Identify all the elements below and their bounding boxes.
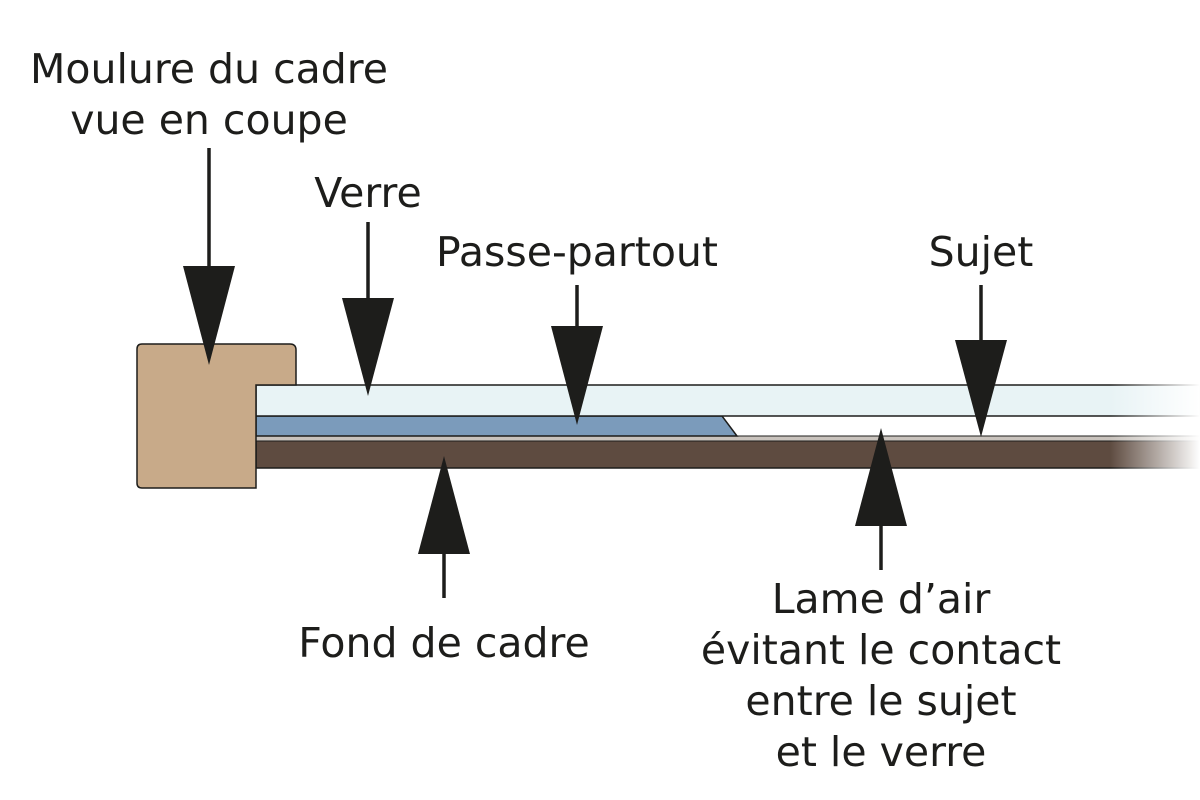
arrow-lame-air: [855, 428, 907, 570]
arrow-head-up-icon: [418, 456, 470, 554]
label-lame-air-line2: évitant le contact: [701, 626, 1061, 674]
label-lame-air-line1: Lame d’air: [772, 575, 991, 623]
arrow-moulure: [183, 148, 235, 365]
edge-fade: [1110, 380, 1200, 475]
arrow-sujet: [955, 285, 1007, 437]
label-lame-air-line4: et le verre: [776, 728, 987, 776]
arrow-head-down-icon: [551, 326, 603, 425]
arrow-head-down-icon: [955, 340, 1007, 437]
verre-layer: [255, 384, 1200, 417]
arrow-passe-partout: [551, 285, 603, 425]
arrow-head-down-icon: [342, 298, 394, 396]
arrow-fond: [418, 456, 470, 598]
label-lame-air-line3: entre le sujet: [745, 677, 1016, 725]
arrow-head-down-icon: [183, 266, 235, 365]
arrow-verre: [342, 222, 394, 396]
arrow-head-up-icon: [855, 428, 907, 526]
label-moulure-line2: vue en coupe: [70, 96, 348, 144]
passe-partout-layer: [255, 415, 739, 437]
fond-de-cadre-layer: [255, 439, 1200, 469]
label-moulure-line1: Moulure du cadre: [30, 45, 388, 93]
label-verre: Verre: [314, 169, 421, 217]
label-fond: Fond de cadre: [298, 619, 589, 667]
label-sujet: Sujet: [929, 228, 1034, 276]
label-passe-partout: Passe-partout: [436, 228, 718, 276]
moulure-profile: [136, 343, 297, 489]
